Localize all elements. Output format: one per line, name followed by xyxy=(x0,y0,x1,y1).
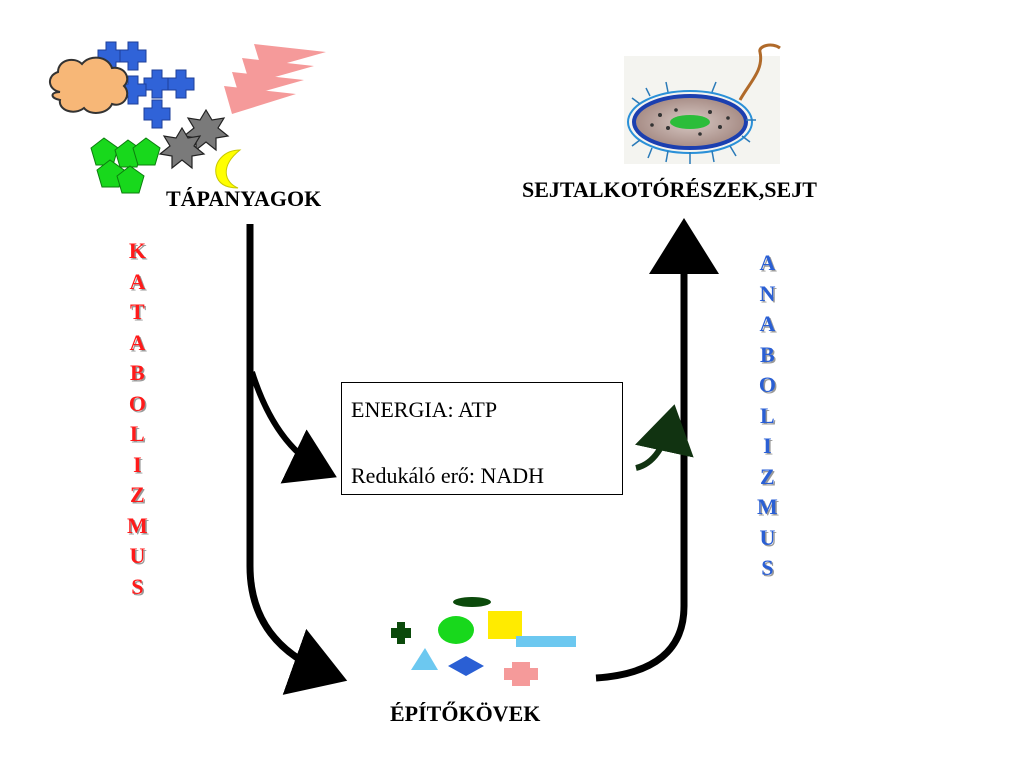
energy-branch-arrow xyxy=(249,371,337,484)
light-blue-triangle-icon xyxy=(411,648,438,670)
building-blocks-label: ÉPÍTŐKÖVEK xyxy=(390,701,541,726)
catabolism-letter: L xyxy=(130,421,145,446)
anabolism-letter: N xyxy=(759,280,776,306)
pink-cross-icon xyxy=(504,662,538,686)
anabolism-letter: M xyxy=(757,494,778,519)
catabolism-vertical-label: K A T A B O L I Z M U S xyxy=(127,236,148,602)
catabolism-arrow xyxy=(246,224,348,695)
light-blue-bar-icon xyxy=(516,636,576,647)
anabolism-letter: O xyxy=(758,372,776,397)
catabolism-letter: A xyxy=(129,268,146,294)
anabolism-letter: U xyxy=(759,524,776,550)
catabolism-letter: M xyxy=(127,512,148,538)
catabolism-letter: I xyxy=(133,451,142,477)
bacterium-icon xyxy=(624,43,781,164)
anabolism-letter: B xyxy=(760,341,775,367)
anabolism-letter: Z xyxy=(760,463,775,489)
yellow-square-icon xyxy=(488,611,522,639)
anabolism-letter: S xyxy=(761,555,774,580)
catabolism-letter: K xyxy=(128,238,146,263)
catabolism-letter: B xyxy=(130,360,145,385)
orange-cloud-icon xyxy=(49,56,129,114)
gray-star-shape-icon xyxy=(158,108,230,170)
anabolism-letter: A xyxy=(759,250,776,275)
pink-wedge-stack-icon xyxy=(224,44,326,114)
energy-to-anabolism-arrow xyxy=(635,404,694,471)
anabolism-letter: I xyxy=(763,433,772,458)
blue-diamond-icon xyxy=(448,656,484,676)
blue-cross-cluster-icon xyxy=(97,41,195,129)
energy-box: ENERGIA: ATP Redukáló erő: NADH xyxy=(341,382,623,495)
dark-green-ellipse-icon xyxy=(453,597,491,607)
yellow-crescent-icon xyxy=(215,149,242,189)
energy-atp-text: ENERGIA: ATP xyxy=(351,397,498,422)
anabolism-letter: L xyxy=(760,402,775,428)
catabolism-letter: U xyxy=(129,543,146,568)
anabolism-vertical-label: A N A B O L I Z M U S xyxy=(757,248,778,584)
catabolism-letter: S xyxy=(131,573,144,599)
cell-label: SEJTALKOTÓRÉSZEK,SEJT xyxy=(522,177,817,202)
catabolism-letter: A xyxy=(129,329,146,355)
dark-green-cross-icon xyxy=(391,622,411,644)
building-blocks-icons xyxy=(391,597,576,686)
catabolism-letter: T xyxy=(130,299,145,324)
anabolism-arrow xyxy=(595,218,719,682)
green-circle-icon xyxy=(438,616,474,644)
green-pentagon-cluster-icon xyxy=(90,137,161,194)
anabolism-letter: A xyxy=(759,311,776,336)
reducing-power-text: Redukáló erő: NADH xyxy=(351,463,545,488)
catabolism-letter: Z xyxy=(130,482,145,507)
nutrients-label: TÁPANYAGOK xyxy=(166,186,322,211)
catabolism-letter: O xyxy=(128,390,146,416)
